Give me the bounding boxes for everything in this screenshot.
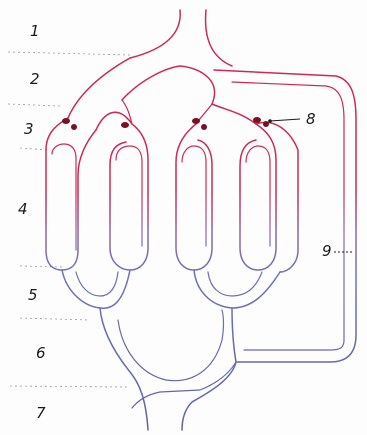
sphincter-marker bbox=[263, 121, 269, 127]
zone-label-4: 4 bbox=[18, 200, 28, 218]
zone-label-5: 5 bbox=[28, 286, 38, 304]
callout-shunt: 9 bbox=[322, 242, 352, 260]
capillary-loop-right-outer bbox=[211, 103, 277, 271]
sphincter-marker bbox=[192, 118, 200, 124]
callout-dot bbox=[268, 119, 272, 123]
callout-line bbox=[269, 118, 301, 122]
capillary-loop-left-outer bbox=[45, 117, 97, 271]
sphincter-marker bbox=[201, 124, 207, 130]
first-order-arteriole bbox=[67, 57, 216, 119]
venule-right-inner bbox=[207, 271, 263, 297]
callout-label-8: 8 bbox=[306, 110, 316, 128]
zone-labels: 1 2 3 4 5 6 7 bbox=[18, 22, 46, 422]
av-shunt bbox=[213, 69, 357, 363]
vein-left-branch bbox=[99, 307, 149, 431]
sphincter-marker bbox=[253, 117, 261, 123]
av-shunt-inner bbox=[231, 81, 345, 351]
callout-label-9: 9 bbox=[322, 242, 332, 260]
sphincters bbox=[62, 117, 269, 130]
capillary-loop-leftmid-inner bbox=[115, 145, 143, 247]
capillary-loop-left-inner bbox=[51, 143, 77, 251]
callout-sphincter: 8 bbox=[268, 110, 316, 128]
zone-label-3: 3 bbox=[24, 120, 34, 138]
artery-trunk bbox=[129, 9, 233, 67]
sphincter-marker bbox=[71, 124, 77, 130]
venule-left-inner bbox=[75, 271, 119, 297]
zone-label-2: 2 bbox=[30, 70, 40, 88]
vein-center-loop bbox=[117, 309, 225, 382]
zone-label-6: 6 bbox=[36, 344, 46, 362]
zone-dividers bbox=[7, 51, 131, 388]
sphincter-marker bbox=[62, 118, 70, 124]
vein-shunt-return bbox=[131, 361, 237, 409]
capillary-loop-far-right-outer bbox=[255, 121, 299, 273]
vein-right-branch bbox=[181, 307, 237, 431]
zone-label-1: 1 bbox=[30, 22, 40, 40]
capillary-loop-leftmid-outer bbox=[95, 111, 149, 271]
vessel-network bbox=[45, 9, 357, 431]
capillary-loop-right-inner bbox=[245, 145, 271, 247]
venule-left bbox=[61, 269, 131, 309]
venule-right bbox=[193, 269, 281, 309]
zone-label-7: 7 bbox=[36, 404, 46, 422]
sphincter-marker bbox=[121, 122, 129, 128]
capillary-loop-rightmid-inner bbox=[181, 145, 207, 247]
